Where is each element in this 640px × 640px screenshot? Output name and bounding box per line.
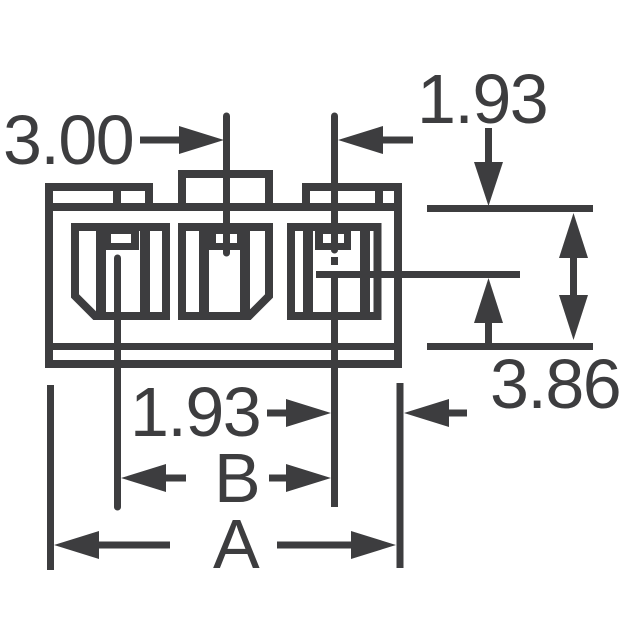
dim-A-arrow-left-icon — [54, 531, 99, 559]
dim-3-00-arrow-right-icon — [179, 126, 224, 154]
dim-3-86-label: 3.86 — [490, 345, 620, 423]
dimension-1-93-bottom: 1.93 — [130, 373, 467, 451]
dim-1-93-bottom-label: 1.93 — [130, 373, 260, 451]
dim-A-label: A — [213, 505, 260, 583]
dim-1-93-bottom-arrow-right-icon — [286, 399, 331, 427]
dim-3-86-arrow-up-icon — [559, 213, 588, 258]
dim-1-93-bottom-arrow-left-icon — [404, 399, 449, 427]
dim-A-arrow-right-icon — [351, 531, 396, 559]
dim-1-93-top-arrow-down-icon — [474, 162, 503, 206]
dimension-3-86: 3.86 — [474, 213, 622, 423]
dim-contact-center-arrow-up-icon — [474, 278, 503, 323]
extension-lines — [47, 112, 593, 570]
left-mount-tab — [45, 183, 153, 211]
right-mount-tab — [302, 183, 402, 207]
dim-B-label: B — [214, 439, 259, 517]
dimension-1-93-top: 1.93 — [338, 60, 549, 206]
dimension-3-00: 3.00 — [3, 101, 224, 179]
dimension-A: A — [54, 505, 396, 583]
slot1-outline — [71, 223, 170, 320]
dim-1-93-top-arrow-left-icon — [338, 126, 383, 154]
dim-3-00-label: 3.00 — [3, 101, 133, 179]
slot2-outline — [178, 223, 273, 320]
slot1-clip-window — [111, 234, 131, 243]
dim-B-arrow-left-icon — [121, 464, 166, 492]
dim-1-93-top-label: 1.93 — [417, 60, 547, 138]
dim-3-86-arrow-down-icon — [559, 295, 588, 340]
dim-B-arrow-right-icon — [286, 464, 331, 492]
dimension-B: B — [121, 439, 331, 517]
contact-slot-1 — [71, 223, 170, 320]
